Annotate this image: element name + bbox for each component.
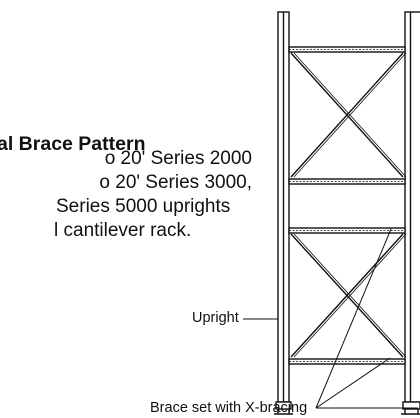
upper-x-bracing [290, 52, 407, 178]
upright-label: Upright [192, 310, 239, 326]
horizontal-brace-top [288, 46, 406, 53]
horizontal-brace-upper-middle [288, 178, 406, 185]
brace-set-leader-lines [315, 228, 418, 409]
brace-pattern-heading: al Brace Pattern [0, 133, 146, 155]
left-base-plate [274, 401, 293, 415]
left-upright-column [277, 11, 290, 403]
brace-set-label: Brace set with X-bracing [150, 400, 308, 416]
description-line-2: o 20' Series 3000, [99, 172, 252, 193]
description-line-4: l cantilever rack. [54, 220, 192, 241]
horizontal-brace-lower-middle [288, 227, 406, 234]
description-line-3: Series 5000 uprights [56, 196, 231, 217]
right-base-plate [401, 401, 420, 415]
horizontal-brace-bottom [288, 358, 406, 365]
lower-x-bracing [290, 233, 407, 358]
right-upright-column [404, 11, 420, 403]
description-line-1: o 20' Series 2000 [104, 148, 252, 169]
